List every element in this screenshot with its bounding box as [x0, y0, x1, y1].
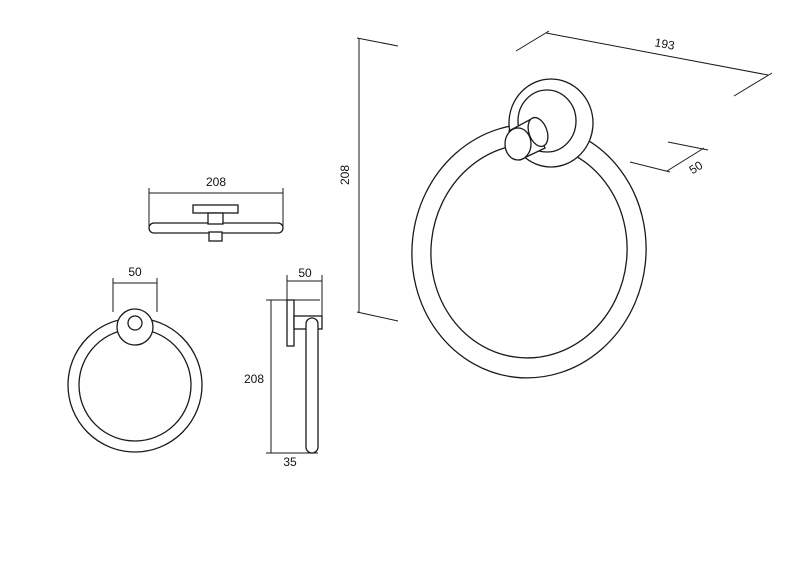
front-view-ring-inner [78, 328, 192, 442]
iso-extension-left [515, 30, 550, 52]
top-view-post [207, 212, 224, 225]
side-view: 50 208 35 [244, 266, 323, 469]
iso-width-dimension-line [545, 32, 769, 76]
side-view-wall-plate [286, 299, 295, 347]
iso-extension-top [356, 37, 399, 47]
top-view-width-label: 208 [206, 175, 226, 189]
top-view-knob [208, 231, 223, 242]
front-view-post [127, 315, 143, 331]
iso-wall-plate-inner [517, 89, 577, 153]
side-view-depth-label: 50 [298, 266, 312, 280]
iso-width-label: 193 [654, 35, 676, 52]
side-view-ring [305, 317, 319, 454]
isometric-view: 208 193 50 [338, 30, 773, 379]
side-view-bottom-label: 35 [283, 455, 297, 469]
iso-extension-depth-top [667, 141, 709, 151]
iso-depth-label: 50 [687, 158, 706, 177]
top-view: 208 [148, 175, 284, 242]
iso-depth-dimension-line [666, 147, 705, 172]
iso-height-label: 208 [338, 165, 352, 185]
front-view: 50 [67, 265, 203, 453]
iso-post-cap [504, 127, 532, 161]
iso-extension-right [733, 72, 773, 97]
top-view-wall-plate [192, 204, 239, 214]
iso-extension-bottom [356, 311, 399, 322]
front-view-width-label: 50 [128, 265, 142, 279]
iso-ring-inner [430, 143, 628, 359]
iso-extension-depth-bottom [629, 161, 671, 173]
side-view-height-label: 208 [244, 372, 264, 386]
